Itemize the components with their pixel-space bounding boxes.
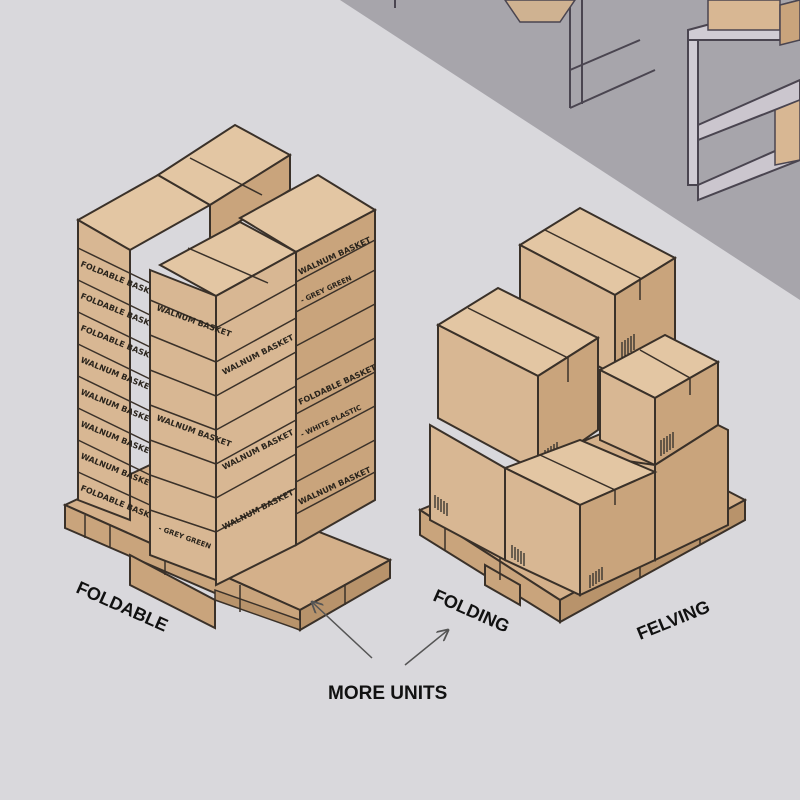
barcode-icon [621, 334, 635, 358]
barcode-icon [511, 545, 525, 566]
center-pallet [417, 206, 748, 624]
arrow-to-left-pallet [312, 602, 373, 659]
background-shelving [340, 0, 800, 300]
arrow-to-center-pallet [404, 630, 448, 666]
barcode-icon [434, 495, 448, 516]
more-units-caption: MORE UNITS [328, 683, 447, 704]
barcode-icon [660, 432, 674, 456]
barcode-icon [589, 567, 603, 588]
left-pallet: FOLDABLE BASKET FOLDABLE BASKET FOLDABLE… [62, 123, 393, 632]
